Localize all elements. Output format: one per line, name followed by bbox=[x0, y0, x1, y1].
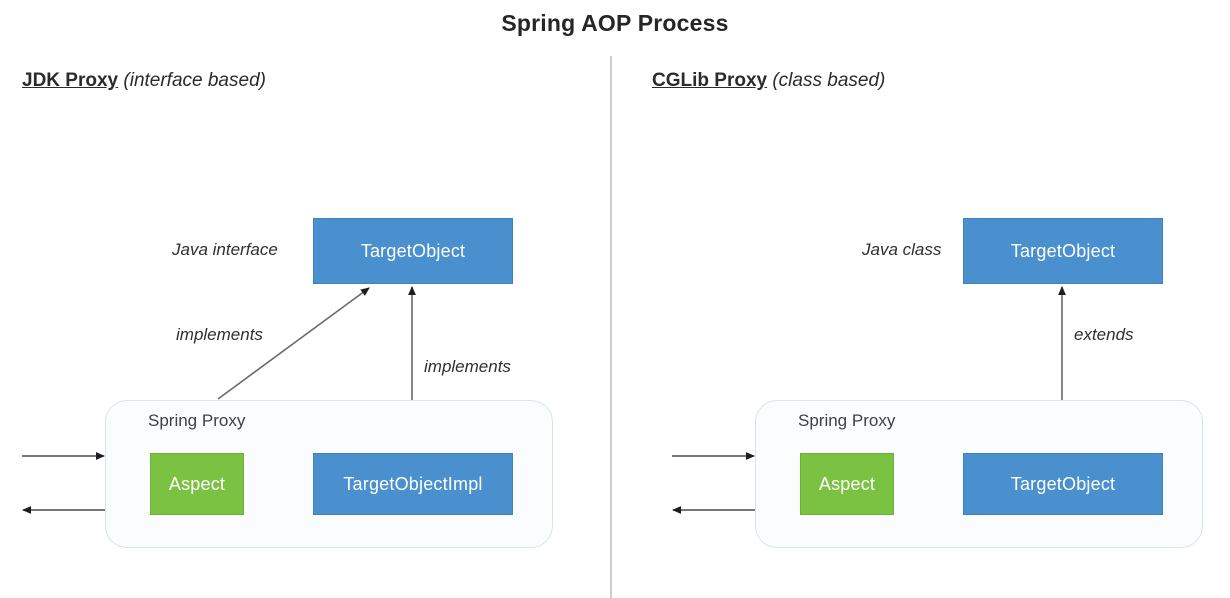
jdk-aspect-label: Aspect bbox=[168, 473, 226, 494]
cglib-target-object-impl-label: TargetObject bbox=[1010, 473, 1116, 494]
cglib-target-object-impl-box[interactable]: TargetObject bbox=[963, 453, 1163, 515]
cglib-spring-proxy-label: Spring Proxy bbox=[798, 411, 896, 430]
jdk-implements-diagonal-label: implements bbox=[176, 325, 263, 344]
page-title: Spring AOP Process bbox=[501, 10, 729, 36]
jdk-target-note: Java interface bbox=[172, 240, 278, 259]
panel-heading-cglib: CGLib Proxy (class based) bbox=[652, 70, 885, 92]
cglib-aspect-box[interactable]: Aspect bbox=[800, 453, 894, 515]
jdk-target-object-impl-box[interactable]: TargetObjectImpl bbox=[313, 453, 513, 515]
cglib-target-object-label: TargetObject bbox=[1010, 240, 1116, 261]
panel-heading-cglib-strong: CGLib Proxy bbox=[652, 70, 768, 91]
jdk-target-object-box[interactable]: TargetObject bbox=[313, 218, 513, 284]
jdk-target-object-impl-label: TargetObjectImpl bbox=[343, 473, 483, 494]
panel-heading-cglib-sub: (class based) bbox=[772, 70, 886, 91]
panel-heading-jdk: JDK Proxy (interface based) bbox=[22, 70, 266, 92]
jdk-spring-proxy-label: Spring Proxy bbox=[148, 411, 246, 430]
cglib-aspect-label: Aspect bbox=[818, 473, 876, 494]
jdk-aspect-box[interactable]: Aspect bbox=[150, 453, 244, 515]
cglib-target-object-box[interactable]: TargetObject bbox=[963, 218, 1163, 284]
jdk-target-object-label: TargetObject bbox=[360, 240, 466, 261]
jdk-implements-vertical-label: implements bbox=[424, 357, 511, 376]
panel-heading-jdk-strong: JDK Proxy bbox=[22, 70, 119, 91]
cglib-target-note: Java class bbox=[862, 240, 942, 259]
panel-heading-jdk-sub: (interface based) bbox=[123, 70, 266, 91]
cglib-extends-label: extends bbox=[1074, 325, 1134, 344]
